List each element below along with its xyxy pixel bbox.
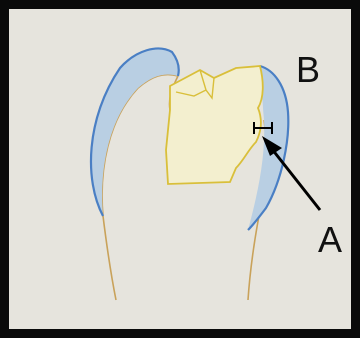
label-a: A (318, 219, 342, 260)
label-b: B (296, 49, 320, 90)
